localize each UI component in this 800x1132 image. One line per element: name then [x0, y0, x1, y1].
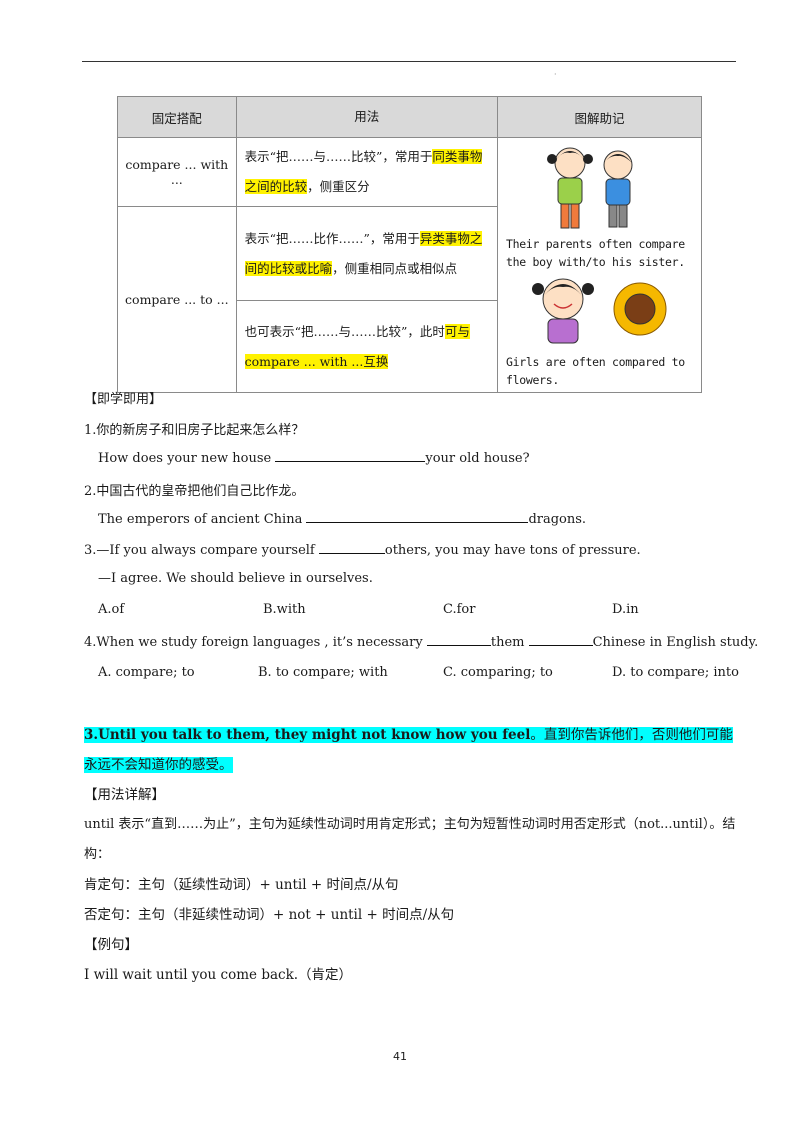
table-header-row: 固定搭配 用法 图解助记 — [117, 96, 703, 138]
question-3-reply: —I agree. We should believe in ourselves… — [98, 571, 373, 586]
question-text: them — [490, 635, 529, 650]
q4-option-a[interactable]: A. compare; to — [98, 665, 195, 680]
usage-explanation: until 表示“直到……为止”，主句为延续性动词时用肯定形式；主句为短暂性动词… — [84, 817, 736, 862]
question-2: 2.中国古代的皇帝把他们自己比作龙。 — [84, 484, 305, 499]
smiling-girl-icon — [531, 278, 594, 344]
table-row: compare ... with ... 表示“把……与……比较”，常用于同类事… — [117, 137, 703, 393]
table-row: compare ... to ... 表示“把……比作……”，常用于异类事物之间… — [117, 206, 702, 393]
table-row: 也可表示“把……与……比较”，此时可与 compare ... with ...… — [118, 300, 702, 393]
answer-blank[interactable] — [426, 633, 491, 646]
usage-compare-to-a: 表示“把……比作……”，常用于异类事物之间的比较或比喻，侧重相同点或相似点 — [235, 206, 498, 301]
example-sentence: I will wait until you come back.（肯定） — [84, 967, 353, 983]
question-1: 1.你的新房子和旧房子比起来怎么样？ — [84, 423, 305, 438]
q4-option-d[interactable]: D. to compare; into — [612, 665, 739, 680]
question-4: 4.When we study foreign languages , it’s… — [84, 633, 758, 650]
answer-blank[interactable] — [318, 541, 385, 554]
header-usage: 用法 — [235, 96, 498, 138]
q3-option-c[interactable]: C.for — [443, 602, 476, 617]
q3-option-a[interactable]: A.of — [98, 602, 125, 617]
title-english: 3.Until you talk to them, they might not… — [84, 727, 531, 743]
usage-heading: 【用法详解】 — [84, 787, 165, 803]
usage-text: ，侧重区分 — [307, 179, 370, 194]
caption-1: Their parents often compare the boy with… — [505, 237, 685, 269]
question-3: 3.—If you always compare yourself others… — [84, 541, 641, 558]
caption-2: Girls are often compared to flowers. — [505, 355, 685, 387]
question-text: your old house? — [425, 451, 530, 466]
answer-blank[interactable] — [275, 449, 426, 462]
question-1-english: How does your new house your old house? — [98, 449, 530, 466]
header-illustration: 图解助记 — [496, 96, 703, 138]
question-text: 3.—If you always compare yourself — [84, 543, 319, 558]
affirmative-structure: 肯定句：主句（延续性动词）+ until + 时间点/从句 — [84, 877, 399, 893]
illustration-cell: Their parents often compare the boy with… — [496, 137, 703, 393]
usage-text: 表示“把……与……比较”，常用于 — [244, 149, 433, 164]
sunflower-icon — [613, 282, 667, 336]
usage-text: 也可表示“把……与……比较”，此时 — [244, 323, 445, 339]
question-text: others, you may have tons of pressure. — [384, 543, 641, 558]
usage-table: 固定搭配 用法 图解助记 compare ... with ... 表示“把……… — [117, 96, 703, 393]
negative-structure: 否定句：主句（非延续性动词）+ not + until + 时间点/从句 — [84, 907, 455, 923]
section-3-title: 3.Until you talk to them, they might not… — [84, 720, 736, 780]
girl-icon — [546, 147, 593, 229]
usage-text: 表示“把……比作……”，常用于 — [244, 230, 420, 246]
question-text: How does your new house — [98, 451, 276, 466]
q4-option-b[interactable]: B. to compare; with — [258, 665, 388, 680]
question-text: Chinese in English study. — [592, 635, 759, 650]
q3-option-d[interactable]: D.in — [612, 602, 639, 617]
header-rule — [82, 61, 736, 62]
phrase-compare-to: compare ... to ... — [117, 206, 237, 393]
usage-compare-to-b: 也可表示“把……与……比较”，此时可与 compare ... with ...… — [235, 300, 498, 393]
answer-blank[interactable] — [528, 633, 593, 646]
usage-compare-with: 表示“把……与……比较”，常用于同类事物之间的比较，侧重区分 — [235, 137, 498, 207]
usage-text: ，侧重相同点或相似点 — [332, 260, 458, 276]
example-heading: 【例句】 — [84, 937, 138, 953]
question-text: 4.When we study foreign languages , it’s… — [84, 635, 427, 650]
question-2-english: The emperors of ancient China dragons. — [98, 510, 586, 527]
practice-heading: 【即学即用】 — [84, 392, 163, 407]
header-phrase: 固定搭配 — [117, 96, 237, 138]
illustration: Their parents often compare the boy with… — [498, 139, 701, 391]
boy-icon — [603, 150, 633, 228]
children-illustration — [531, 147, 667, 344]
q3-option-b[interactable]: B.with — [263, 602, 306, 617]
page-number: 41 — [393, 1050, 407, 1063]
section-3: 3.Until you talk to them, they might not… — [84, 720, 736, 990]
answer-blank[interactable] — [306, 510, 529, 523]
phrase-compare-with: compare ... with ... — [117, 137, 237, 207]
question-text: The emperors of ancient China — [98, 512, 307, 527]
question-text: dragons. — [528, 512, 587, 527]
header-dot: · — [554, 70, 557, 79]
q4-option-c[interactable]: C. comparing; to — [443, 665, 553, 680]
